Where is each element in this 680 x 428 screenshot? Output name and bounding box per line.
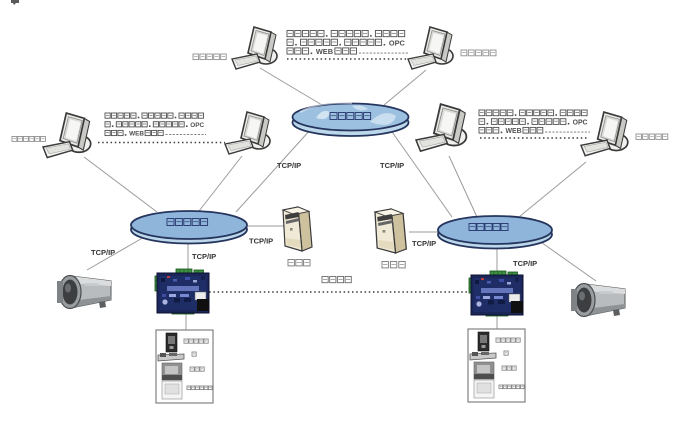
svg-text:TCP/IP: TCP/IP bbox=[412, 239, 436, 248]
svg-text:TCP/IP: TCP/IP bbox=[380, 161, 404, 170]
svg-text:OPC: OPC bbox=[573, 119, 588, 126]
svg-text:WEB: WEB bbox=[129, 131, 144, 138]
svg-text:TCP/IP: TCP/IP bbox=[249, 237, 273, 246]
svg-text:TCP/IP: TCP/IP bbox=[513, 259, 537, 268]
svg-text:WEB: WEB bbox=[316, 47, 333, 56]
svg-text:OPC: OPC bbox=[190, 122, 204, 129]
svg-text:TCP/IP: TCP/IP bbox=[192, 252, 216, 261]
svg-text:TCP/IP: TCP/IP bbox=[277, 161, 301, 170]
svg-text:OPC: OPC bbox=[389, 38, 406, 47]
svg-text:TCP/IP: TCP/IP bbox=[91, 248, 115, 257]
svg-text:WEB: WEB bbox=[505, 128, 521, 135]
